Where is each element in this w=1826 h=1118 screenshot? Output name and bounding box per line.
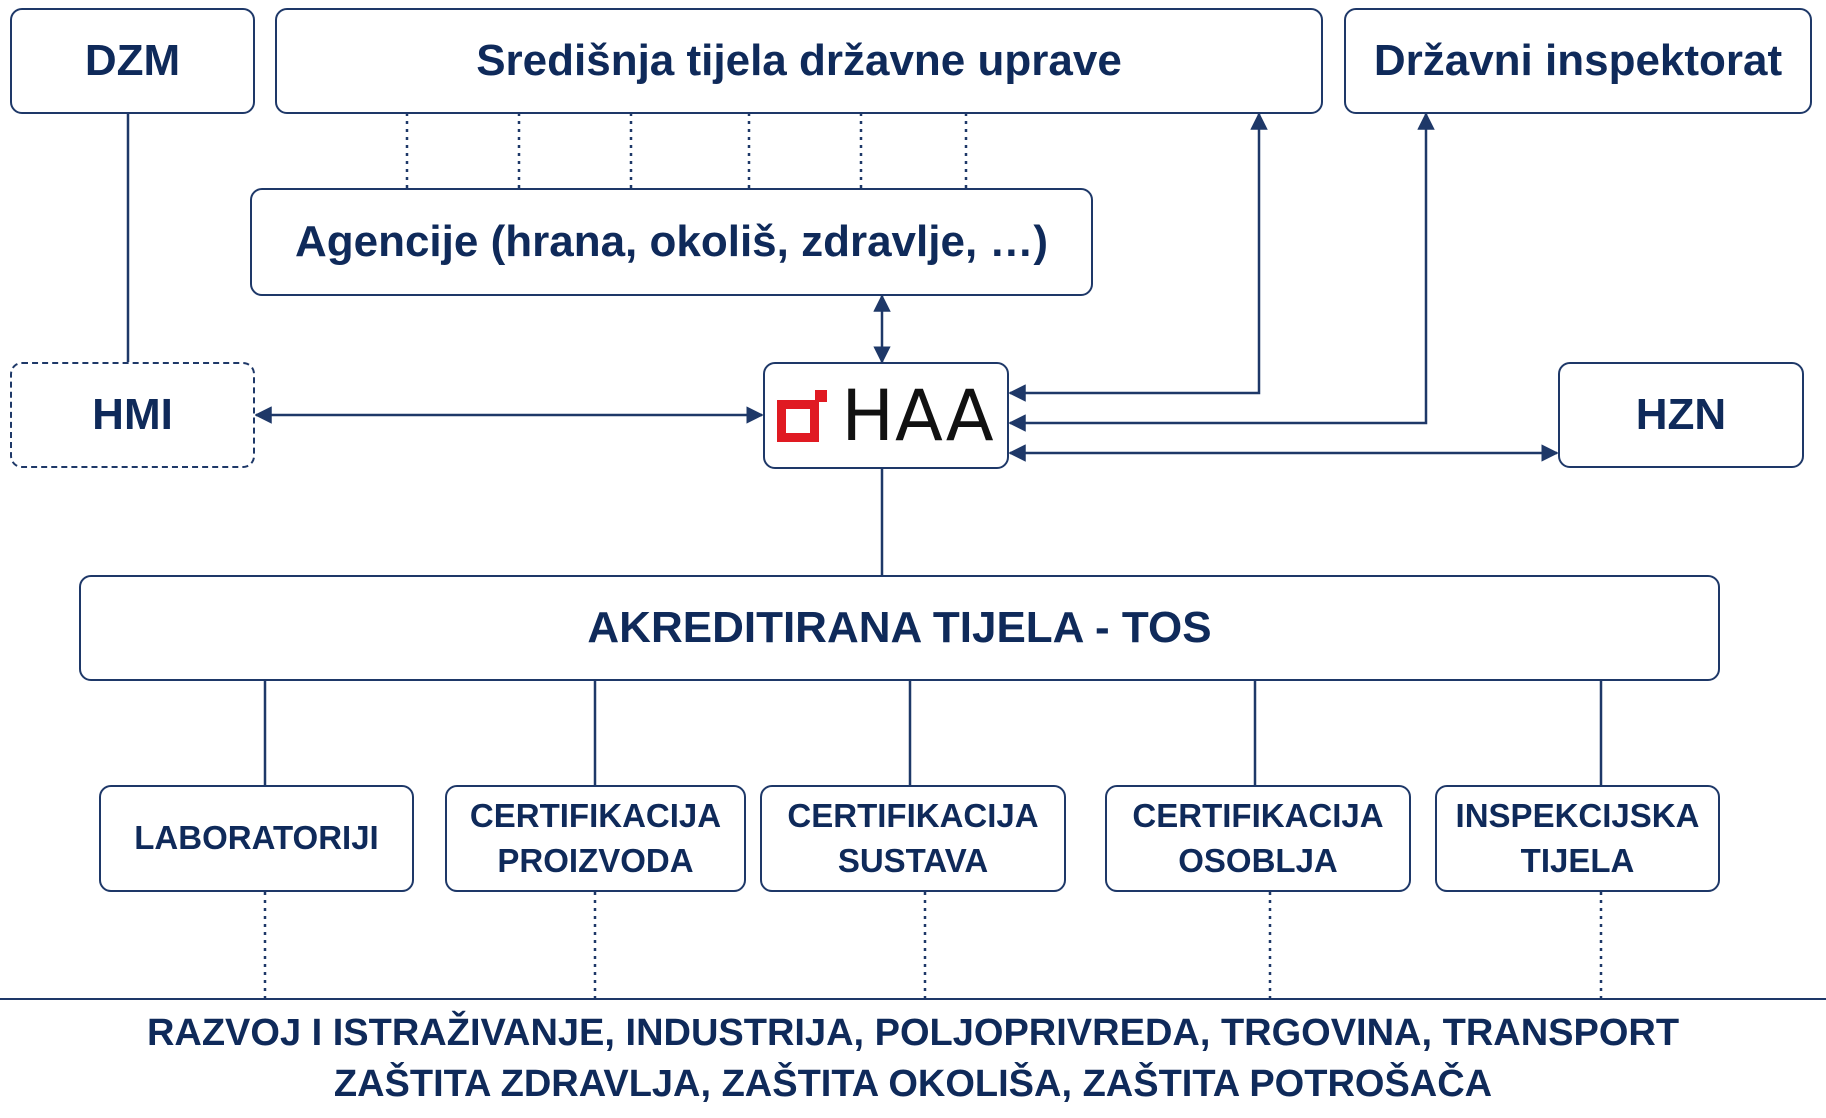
hzn-box: HZN bbox=[1558, 362, 1804, 468]
inspekcijska-tijela-box: INSPEKCIJSKA TIJELA bbox=[1435, 785, 1720, 892]
certifikacija-proizvoda-line1: CERTIFIKACIJA bbox=[469, 796, 722, 834]
certifikacija-osoblja-line2: OSOBLJA bbox=[1178, 841, 1338, 879]
sectors-line-1: RAZVOJ I ISTRAŽIVANJE, INDUSTRIJA, POLJO… bbox=[146, 1011, 1680, 1054]
haa-box: HAA bbox=[763, 362, 1009, 469]
laboratoriji-box: LABORATORIJI bbox=[99, 785, 414, 892]
dzm-box: DZM bbox=[10, 8, 255, 114]
certifikacija-proizvoda-line2: PROIZVODA bbox=[497, 841, 694, 879]
akreditirana-tijela-box: AKREDITIRANA TIJELA - TOS bbox=[79, 575, 1720, 681]
certifikacija-sustava-line2: SUSTAVA bbox=[837, 841, 989, 879]
akreditirana-tijela-label: AKREDITIRANA TIJELA - TOS bbox=[587, 603, 1212, 652]
agencije-label: Agencije (hrana, okoliš, zdravlje, …) bbox=[294, 217, 1049, 266]
sredisnja-tijela-label: Središnja tijela državne uprave bbox=[476, 36, 1122, 85]
sectors-line-2: ZAŠTITA ZDRAVLJA, ZAŠTITA OKOLIŠA, ZAŠTI… bbox=[333, 1063, 1493, 1105]
inspekcijska-tijela-line1: INSPEKCIJSKA bbox=[1455, 796, 1700, 834]
laboratoriji-label: LABORATORIJI bbox=[134, 819, 379, 857]
sectors-band: RAZVOJ I ISTRAŽIVANJE, INDUSTRIJA, POLJO… bbox=[0, 998, 1826, 1118]
certifikacija-sustava-box: CERTIFIKACIJA SUSTAVA bbox=[760, 785, 1066, 892]
certifikacija-osoblja-box: CERTIFIKACIJA OSOBLJA bbox=[1105, 785, 1411, 892]
sredisnja-tijela-box: Središnja tijela državne uprave bbox=[275, 8, 1323, 114]
agencije-box: Agencije (hrana, okoliš, zdravlje, …) bbox=[250, 188, 1093, 296]
drzavni-inspektorat-box: Državni inspektorat bbox=[1344, 8, 1812, 114]
haa-label: HAA bbox=[841, 374, 995, 457]
certifikacija-sustava-line1: CERTIFIKACIJA bbox=[787, 796, 1039, 834]
sredisnja-agencije-dotted-links bbox=[405, 113, 968, 188]
drzavni-inspektorat-label: Državni inspektorat bbox=[1373, 36, 1783, 85]
certifikacija-proizvoda-box: CERTIFIKACIJA PROIZVODA bbox=[445, 785, 746, 892]
hmi-label: HMI bbox=[92, 390, 173, 439]
hmi-box: HMI bbox=[10, 362, 255, 468]
certifikacija-osoblja-line1: CERTIFIKACIJA bbox=[1132, 796, 1384, 834]
dzm-label: DZM bbox=[84, 36, 181, 85]
inspekcijska-tijela-line2: TIJELA bbox=[1520, 841, 1635, 879]
haa-logo-icon bbox=[777, 389, 829, 442]
hzn-label: HZN bbox=[1635, 390, 1727, 439]
haa-inspektorat-arrow bbox=[1008, 112, 1435, 432]
